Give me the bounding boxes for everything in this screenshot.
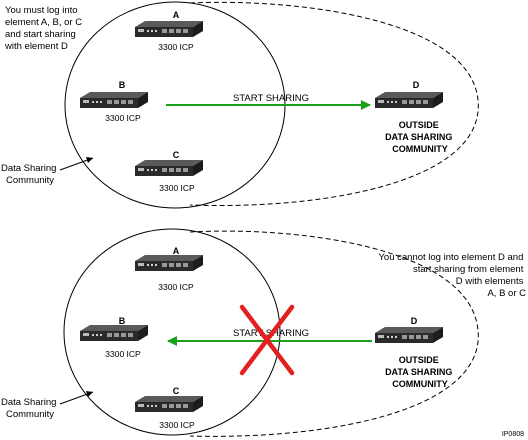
top-instruction-note: You must log into element A, B, or C and…	[4, 5, 85, 52]
bottom-instruction-note: You cannot log into element D and start …	[378, 252, 526, 299]
device-model: 3300 ICP	[105, 113, 141, 123]
top-outside-label: OUTSIDE DATA SHARING COMMUNITY	[385, 120, 455, 154]
device-letter: C	[173, 386, 180, 396]
device-model: 3300 ICP	[159, 183, 195, 193]
bottom-device-a: A 3300 ICP	[135, 246, 203, 292]
bottom-outside-label: OUTSIDE DATA SHARING COMMUNITY	[385, 355, 455, 389]
device-letter: A	[173, 246, 180, 256]
device-letter: B	[119, 80, 126, 90]
bottom-community-label: Data Sharing Community	[1, 397, 59, 420]
bottom-extended-boundary	[189, 230, 479, 437]
device-model: 3300 ICP	[158, 42, 194, 52]
router-icon	[80, 92, 148, 108]
device-letter: D	[413, 80, 420, 90]
bottom-panel: You cannot log into element D and start …	[1, 228, 526, 437]
figure-id: IP0808	[502, 431, 524, 438]
bottom-device-c: C 3300 ICP	[135, 386, 203, 430]
device-model: 3300 ICP	[105, 349, 141, 359]
router-icon	[135, 21, 203, 37]
device-letter: A	[173, 10, 180, 20]
bottom-device-b: B 3300 ICP	[80, 316, 148, 359]
device-model: 3300 ICP	[159, 420, 195, 430]
router-icon	[80, 325, 148, 341]
device-model: 3300 ICP	[158, 282, 194, 292]
top-device-c: C 3300 ICP	[135, 150, 203, 193]
cross-icon	[239, 304, 295, 376]
device-letter: B	[119, 316, 126, 326]
router-icon	[375, 92, 443, 108]
top-device-a: A 3300 ICP	[135, 10, 203, 52]
bottom-community-circle	[63, 228, 281, 436]
bottom-device-d: D	[375, 316, 443, 343]
pointer-arrowhead-icon	[86, 391, 93, 397]
top-panel: You must log into element A, B, or C and…	[1, 1, 479, 209]
top-device-d: D	[375, 80, 443, 108]
device-letter: D	[411, 316, 418, 326]
top-arrow-label: START SHARING	[233, 93, 309, 104]
router-icon	[135, 160, 203, 176]
top-device-b: B 3300 ICP	[80, 80, 148, 123]
device-letter: C	[173, 150, 180, 160]
router-icon	[135, 396, 203, 412]
pointer-arrowhead-icon	[86, 157, 93, 163]
top-extended-boundary	[189, 1, 479, 206]
router-icon	[135, 255, 203, 271]
top-community-label: Data Sharing Community	[1, 163, 59, 186]
router-icon	[375, 327, 443, 343]
